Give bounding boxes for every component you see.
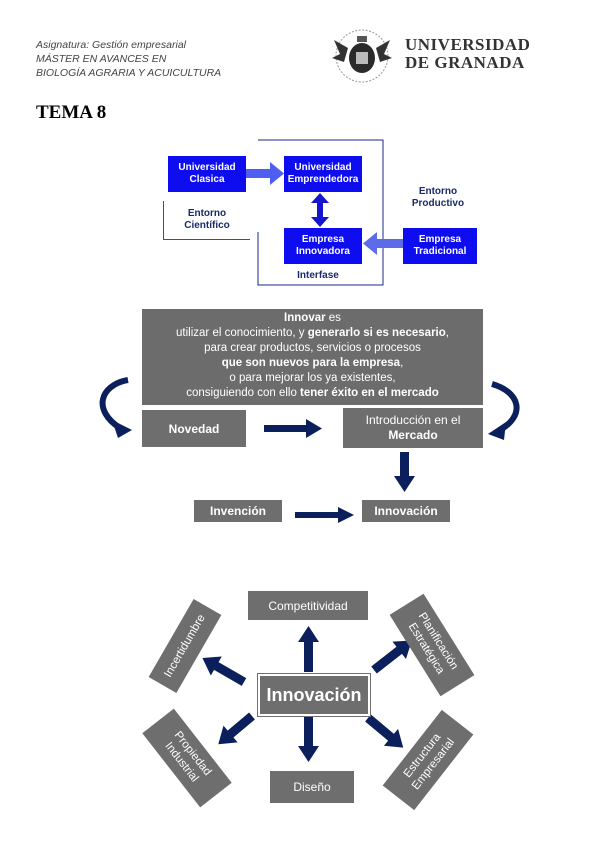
text: tener éxito en el mercado <box>300 387 439 399</box>
label: Tradicional <box>413 246 467 257</box>
innovar-definition-box: Innovar es utilizar el conocimiento, y g… <box>142 309 483 405</box>
curved-arrow-icon <box>99 377 132 438</box>
label: Universidad <box>294 162 352 173</box>
label: Científico <box>184 220 230 231</box>
arrow-right-icon <box>264 419 322 438</box>
text: generarlo si es necesario <box>307 327 446 339</box>
text: consiguiendo con ello <box>186 387 301 399</box>
arrow-up-right-icon <box>371 640 412 674</box>
label: Entorno <box>187 208 227 219</box>
arrow-down-left-icon <box>218 712 255 745</box>
label: Entorno <box>418 186 458 197</box>
competitividad-box: Competitividad <box>248 591 368 620</box>
university-name: UNIVERSIDAD DE GRANADA <box>405 36 530 72</box>
label: Emprendedora <box>287 174 359 185</box>
label: Productivo <box>411 198 465 209</box>
text: para crear productos, servicios o proces… <box>204 342 421 354</box>
arrow-down-icon <box>298 714 319 762</box>
page-title: TEMA 8 <box>36 102 107 123</box>
arrow-down-right-icon <box>365 714 404 748</box>
text: Mercado <box>388 428 438 442</box>
arrow-down-icon <box>394 452 415 492</box>
text: o para mejorar los ya existentes, <box>229 372 396 384</box>
label: Innovadora <box>296 246 350 257</box>
text: es <box>325 312 341 324</box>
novedad-box: Novedad <box>142 410 246 447</box>
university-line-1: UNIVERSIDAD <box>405 35 531 54</box>
course-header: Asignatura: Gestión empresarial MÁSTER E… <box>36 38 221 80</box>
arrow-up-icon <box>298 626 319 672</box>
label: Empresa <box>418 234 462 245</box>
subject-line: Asignatura: Gestión empresarial <box>36 39 186 51</box>
label: Universidad <box>178 162 236 173</box>
innovacion-box: Innovación <box>362 500 450 522</box>
text: Introducción en el <box>365 413 461 427</box>
label: Clasica <box>189 174 225 185</box>
curved-arrow-icon <box>488 381 520 440</box>
interfase-label: Interfase <box>297 270 339 281</box>
university-seal-icon <box>332 29 392 83</box>
text: , <box>400 357 404 369</box>
master-line-1: MÁSTER EN AVANCES EN <box>36 53 167 65</box>
innovar-word: Innovar <box>284 312 326 324</box>
invencion-box: Invención <box>194 500 282 522</box>
arrow-right-icon <box>295 507 354 523</box>
text: que son nuevos para la empresa <box>221 357 401 369</box>
diseno-box: Diseño <box>270 771 354 803</box>
university-line-2: DE GRANADA <box>405 53 525 72</box>
master-line-2: BIOLOGÍA AGRARIA Y ACUICULTURA <box>36 67 222 79</box>
text: utilizar el conocimiento, y <box>176 327 308 339</box>
arrow-up-left-icon <box>202 656 247 686</box>
label: Empresa <box>301 234 345 245</box>
innovacion-center-box: Innovación <box>257 673 371 717</box>
text: , <box>445 327 449 339</box>
